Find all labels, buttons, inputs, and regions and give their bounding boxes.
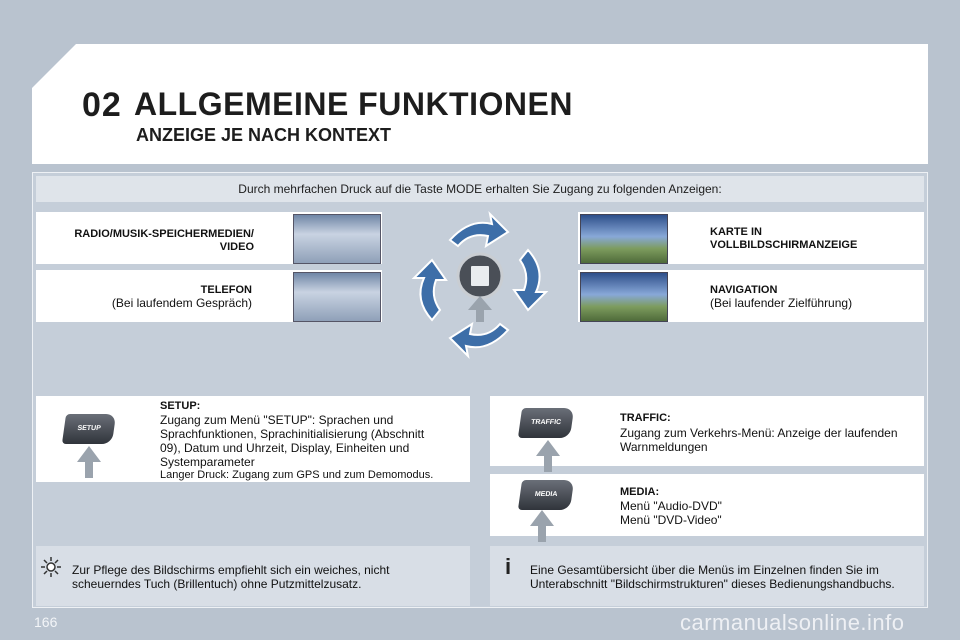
cycle-arrow-top-icon [448,210,510,249]
traffic-button-icon: TRAFFIC [517,408,575,438]
sun-icon [41,557,61,577]
setup-line-2: Sprachfunktionen, Sprachinitialisierung … [160,427,425,441]
mode-telefon-title: TELEFON [200,284,252,296]
map-screen-image [580,214,668,264]
press-arrow-icon [536,440,560,456]
info-icon: i [504,554,512,579]
traffic-line-1: Zugang zum Verkehrs-Menü: Anzeige der la… [620,426,898,440]
intro-text: Durch mehrfachen Druck auf die Taste MOD… [238,182,722,196]
info-tip-line-1: Eine Gesamtübersicht über die Menüs im E… [530,563,879,577]
press-arrow-icon [530,510,554,526]
radio-screen-image [293,214,381,264]
cycle-arrow-bottom-icon [448,321,510,360]
care-tip-line-1: Zur Pflege des Bildschirms empfiehlt sic… [72,563,390,577]
traffic-line-2: Warnmeldungen [620,440,708,454]
telefon-screen-image [293,272,381,322]
traffic-title: TRAFFIC: [620,412,671,424]
page-number: 166 [34,614,58,630]
mode-radio-line1: RADIO/MUSIK-SPEICHERMEDIEN/ [74,228,254,240]
navigation-screen-image [580,272,668,322]
media-line-1: Menü "Audio-DVD" [620,499,722,513]
setup-line-1: Zugang zum Menü "SETUP": Sprachen und [160,413,394,427]
info-tip-line-2: Unterabschnitt "Bildschirmstrukturen" di… [530,577,895,591]
mode-cycle-diagram [411,210,549,360]
press-arrow-icon [77,446,101,462]
care-tip-line-2: scheuerndes Tuch (Brillentuch) ohne Putz… [72,577,362,591]
mode-radio-line2: VIDEO [219,241,254,253]
mode-karte-line2: VOLLBILDSCHIRMANZEIGE [710,239,858,251]
cycle-arrow-right-icon [512,248,549,312]
header-panel [32,44,928,164]
media-title: MEDIA: [620,486,660,498]
intro-bar [36,176,924,202]
info-tip-box [490,546,924,606]
watermark: carmanualsonline.info [680,610,905,635]
media-button-icon: MEDIA [517,480,575,510]
cycle-arrow-left-icon [411,258,448,322]
mode-telefon-desc: (Bei laufendem Gespräch) [111,296,252,310]
mode-navigation-desc: (Bei laufender Zielführung) [710,296,853,310]
media-line-2: Menü "DVD-Video" [620,513,722,527]
setup-title: SETUP: [160,400,201,412]
care-tip-box [36,546,470,606]
setup-button-icon: SETUP [61,414,117,444]
setup-line-5: Langer Druck: Zugang zum GPS und zum Dem… [160,469,434,481]
mode-navigation-title: NAVIGATION [710,284,778,296]
mode-karte-line1: KARTE IN [710,226,762,238]
page-title: ALLGEMEINE FUNKTIONEN [134,86,573,122]
setup-line-3: 09), Datum und Uhrzeit, Display, Einheit… [160,441,410,455]
chapter-number: 02 [82,86,122,124]
setup-line-4: Systemparameter [160,455,255,469]
page-subtitle: ANZEIGE JE NACH KONTEXT [136,125,392,145]
